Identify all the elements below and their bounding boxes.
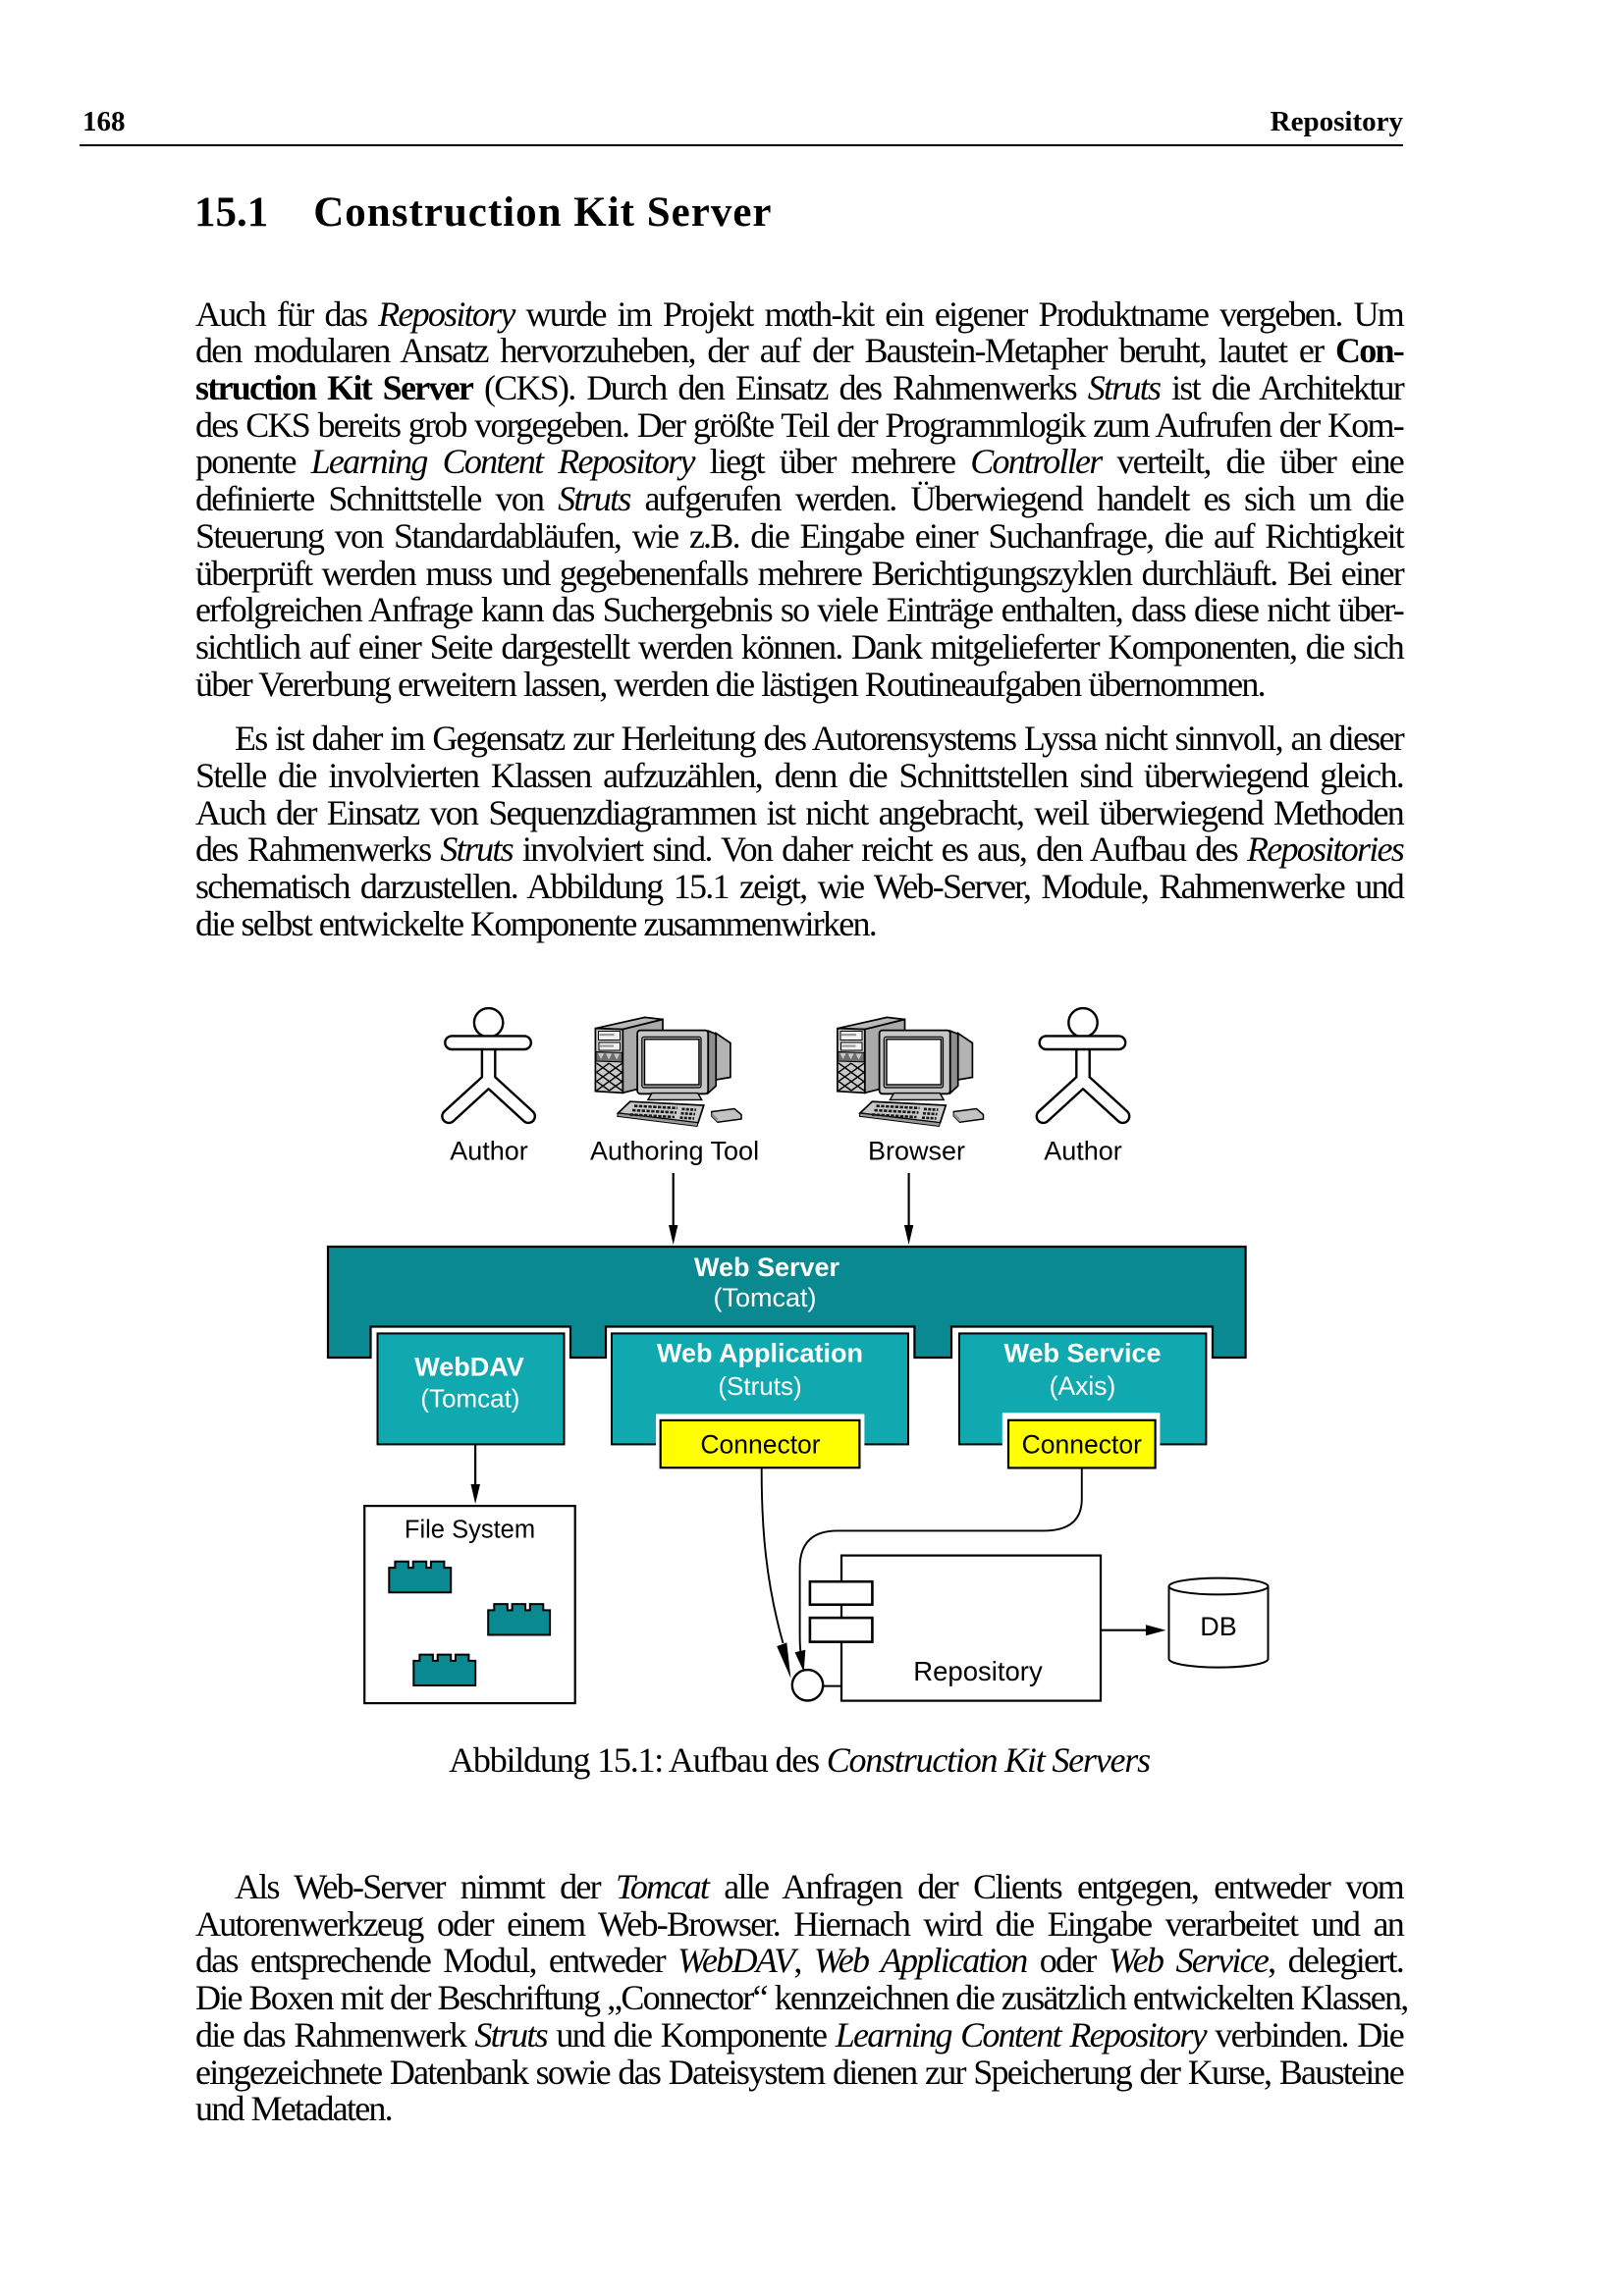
svg-text:Connector: Connector bbox=[700, 1430, 820, 1460]
svg-text:Web Application: Web Application bbox=[657, 1339, 863, 1368]
svg-text:File System: File System bbox=[405, 1516, 535, 1543]
svg-text:Author: Author bbox=[450, 1137, 528, 1166]
svg-text:(Tomcat): (Tomcat) bbox=[420, 1383, 519, 1413]
svg-text:Web Server: Web Server bbox=[694, 1253, 840, 1282]
svg-text:(Tomcat): (Tomcat) bbox=[713, 1283, 816, 1312]
svg-text:Browser: Browser bbox=[868, 1137, 965, 1166]
svg-text:Authoring Tool: Authoring Tool bbox=[590, 1137, 759, 1166]
svg-text:Author: Author bbox=[1044, 1137, 1122, 1166]
svg-text:Connector: Connector bbox=[1022, 1430, 1142, 1460]
svg-text:Repository: Repository bbox=[913, 1656, 1043, 1686]
svg-text:(Axis): (Axis) bbox=[1050, 1371, 1116, 1401]
svg-text:(Struts): (Struts) bbox=[718, 1371, 801, 1401]
svg-text:Web Service: Web Service bbox=[1003, 1339, 1161, 1368]
svg-text:WebDAV: WebDAV bbox=[414, 1353, 524, 1382]
svg-text:DB: DB bbox=[1200, 1612, 1237, 1641]
